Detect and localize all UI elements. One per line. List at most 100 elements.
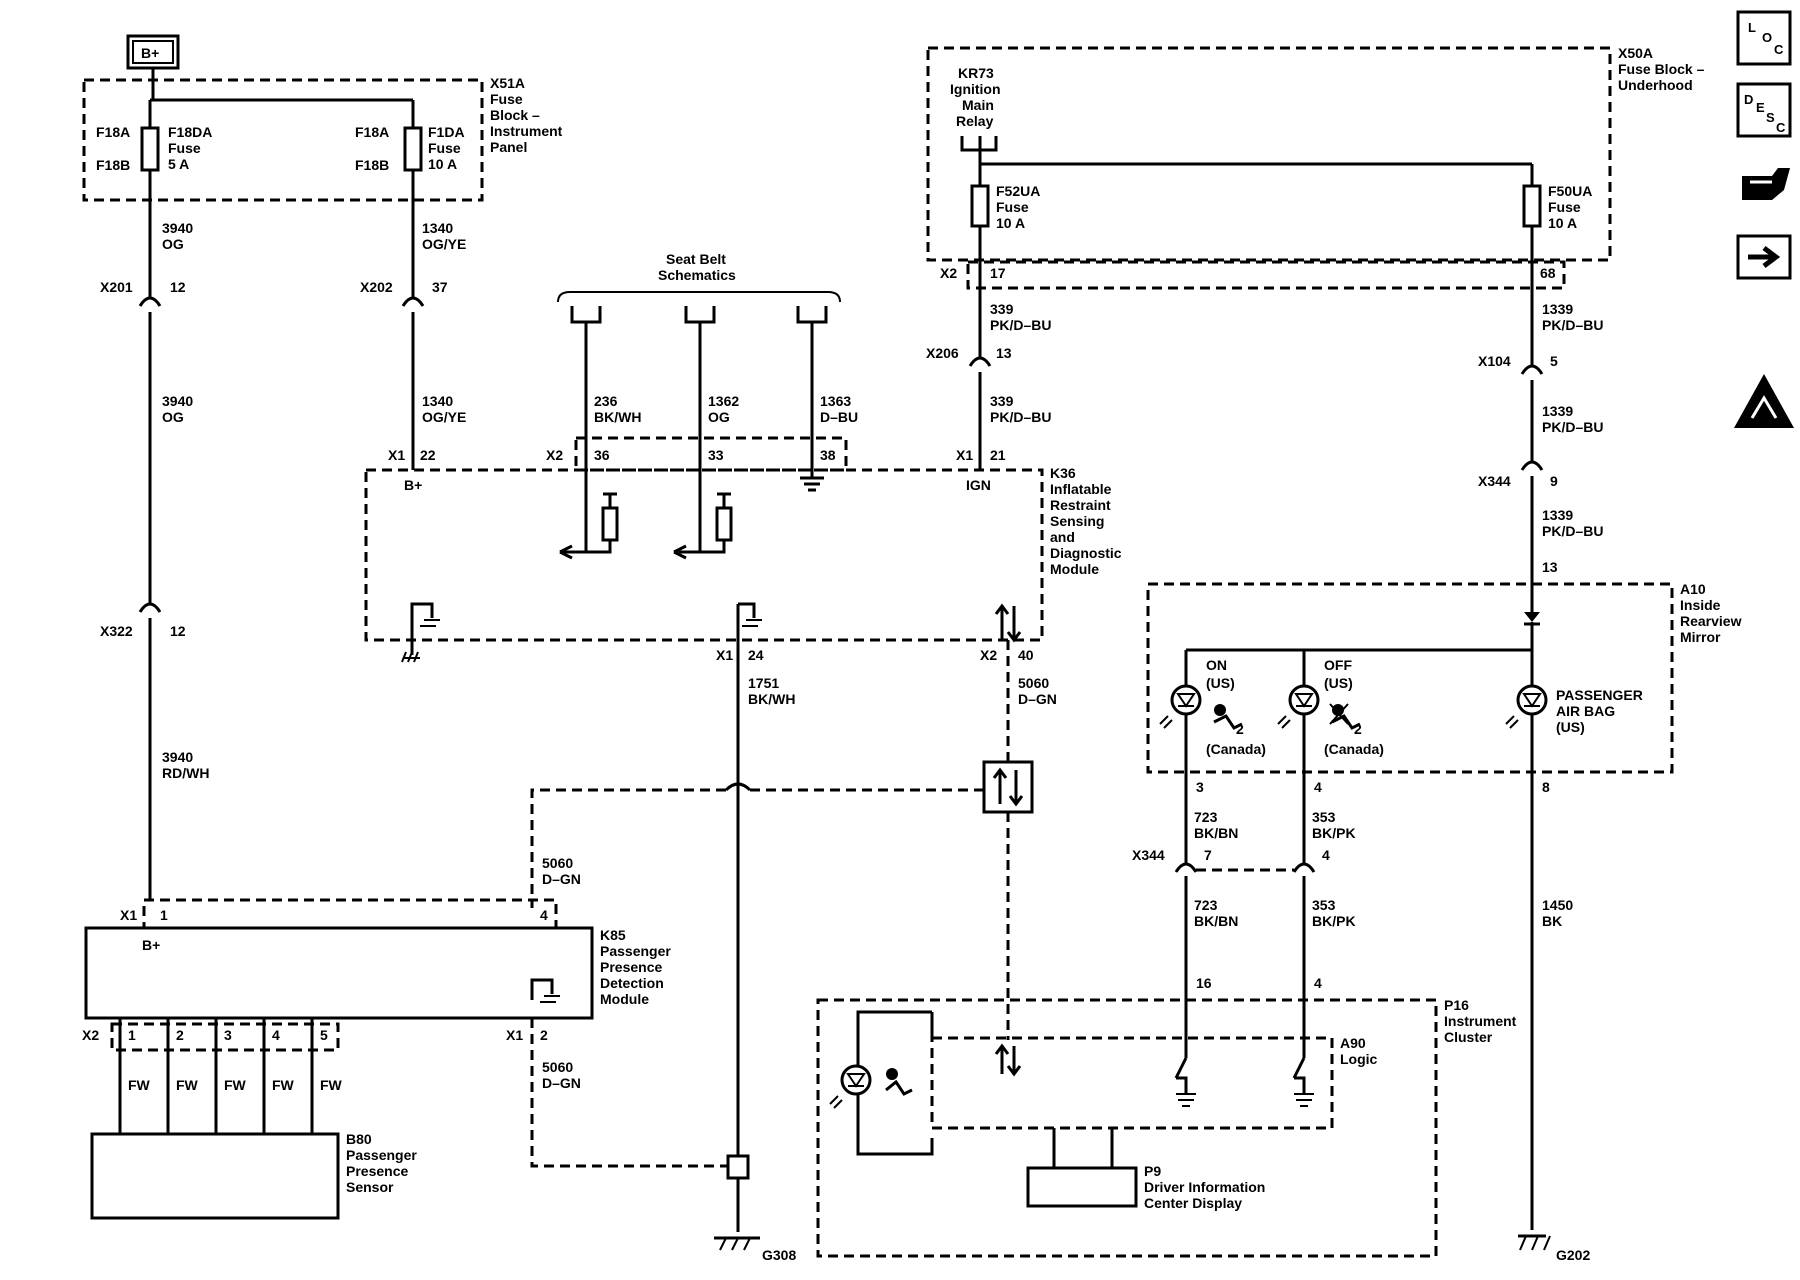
svg-text:Presence: Presence [600, 959, 662, 975]
svg-text:33: 33 [708, 447, 724, 463]
svg-text:13: 13 [1542, 559, 1558, 575]
svg-text:4: 4 [540, 907, 548, 923]
svg-text:1340: 1340 [422, 393, 453, 409]
svg-text:Center Display: Center Display [1144, 1195, 1242, 1211]
svg-text:7: 7 [1204, 847, 1212, 863]
x51a-title: X51A [490, 75, 525, 91]
fuse-f18da [140, 126, 160, 172]
connector-x206 [968, 356, 992, 367]
svg-text:K85: K85 [600, 927, 626, 943]
lamp-passenger-airbag [1516, 684, 1548, 716]
svg-text:FW: FW [128, 1077, 151, 1093]
svg-text:D–GN: D–GN [542, 871, 581, 887]
ground-g202: G202 [1556, 1247, 1590, 1263]
svg-text:Main: Main [962, 97, 994, 113]
svg-text:PK/D–BU: PK/D–BU [990, 317, 1051, 333]
svg-text:4: 4 [1314, 779, 1322, 795]
svg-text:D–GN: D–GN [1018, 691, 1057, 707]
svg-text:353: 353 [1312, 809, 1336, 825]
svg-text:B+: B+ [142, 937, 160, 953]
svg-text:5: 5 [320, 1027, 328, 1043]
svg-text:10 A: 10 A [996, 215, 1025, 231]
k36-ground-left [410, 602, 434, 655]
loc-icon[interactable] [1736, 10, 1792, 66]
svg-text:5 A: 5 A [168, 156, 189, 172]
serial-data-junction [982, 760, 1034, 814]
connector-x202 [401, 296, 425, 307]
svg-text:Passenger: Passenger [600, 943, 671, 959]
svg-text:16: 16 [1196, 975, 1212, 991]
svg-text:Seat Belt: Seat Belt [666, 251, 726, 267]
connector-x344-upper [1520, 460, 1544, 471]
svg-text:12: 12 [170, 279, 186, 295]
svg-text:Passenger: Passenger [346, 1147, 417, 1163]
svg-text:1: 1 [128, 1027, 136, 1043]
ground-g308: G308 [762, 1247, 796, 1263]
svg-text:13: 13 [996, 345, 1012, 361]
svg-text:38: 38 [820, 447, 836, 463]
x50a-x2-connector [966, 260, 1566, 290]
svg-text:X344: X344 [1132, 847, 1165, 863]
svg-text:Schematics: Schematics [658, 267, 736, 283]
svg-text:FW: FW [176, 1077, 199, 1093]
svg-text:1751: 1751 [748, 675, 779, 691]
svg-text:BK/WH: BK/WH [594, 409, 641, 425]
svg-text:Relay: Relay [956, 113, 994, 129]
svg-text:X202: X202 [360, 279, 393, 295]
svg-text:D–BU: D–BU [820, 409, 858, 425]
desc-icon[interactable] [1736, 82, 1792, 138]
svg-text:F18A: F18A [355, 124, 389, 140]
svg-text:1339: 1339 [1542, 507, 1573, 523]
svg-text:Module: Module [1050, 561, 1099, 577]
svg-text:Cluster: Cluster [1444, 1029, 1493, 1045]
svg-text:X1: X1 [506, 1027, 523, 1043]
svg-text:FW: FW [320, 1077, 343, 1093]
svg-text:Fuse: Fuse [1548, 199, 1581, 215]
svg-text:2: 2 [1236, 721, 1244, 737]
svg-text:12: 12 [170, 623, 186, 639]
svg-text:X206: X206 [926, 345, 959, 361]
svg-text:1340: 1340 [422, 220, 453, 236]
svg-text:10 A: 10 A [1548, 215, 1577, 231]
svg-text:ON: ON [1206, 657, 1227, 673]
svg-text:Inside: Inside [1680, 597, 1721, 613]
b80-sensor [90, 1132, 340, 1220]
svg-text:X2: X2 [546, 447, 563, 463]
svg-text:B80: B80 [346, 1131, 372, 1147]
svg-text:X50A: X50A [1618, 45, 1653, 61]
svg-text:Fuse: Fuse [996, 199, 1029, 215]
svg-text:F18DA: F18DA [168, 124, 212, 140]
svg-text:E: E [1756, 100, 1765, 115]
svg-text:K36: K36 [1050, 465, 1076, 481]
connector-x104 [1520, 364, 1544, 375]
svg-text:X2: X2 [980, 647, 997, 663]
svg-text:P16: P16 [1444, 997, 1469, 1013]
svg-text:BK: BK [1542, 913, 1562, 929]
svg-text:Sensing: Sensing [1050, 513, 1104, 529]
svg-text:339: 339 [990, 393, 1014, 409]
k36-module [364, 468, 1044, 642]
svg-text:AIR BAG: AIR BAG [1556, 703, 1615, 719]
svg-text:3940: 3940 [162, 393, 193, 409]
svg-text:F18B: F18B [355, 157, 389, 173]
svg-text:X104: X104 [1478, 353, 1511, 369]
diagnostic-icon[interactable] [1742, 168, 1790, 200]
svg-text:X1: X1 [388, 447, 405, 463]
svg-text:2: 2 [540, 1027, 548, 1043]
svg-text:Module: Module [600, 991, 649, 1007]
svg-text:21: 21 [990, 447, 1006, 463]
svg-text:Instrument: Instrument [490, 123, 563, 139]
switch-723 [1174, 1057, 1188, 1094]
k36-x2-connector [574, 436, 848, 472]
svg-text:PK/D–BU: PK/D–BU [1542, 523, 1603, 539]
svg-text:3940: 3940 [162, 220, 193, 236]
p9-display [1026, 1166, 1138, 1208]
svg-text:BK/BN: BK/BN [1194, 913, 1238, 929]
svg-text:S: S [1766, 110, 1775, 125]
svg-text:4: 4 [1322, 847, 1330, 863]
svg-text:X201: X201 [100, 279, 133, 295]
svg-text:F18A: F18A [96, 124, 130, 140]
svg-text:OG/YE: OG/YE [422, 409, 466, 425]
svg-text:22: 22 [420, 447, 436, 463]
svg-text:Presence: Presence [346, 1163, 408, 1179]
